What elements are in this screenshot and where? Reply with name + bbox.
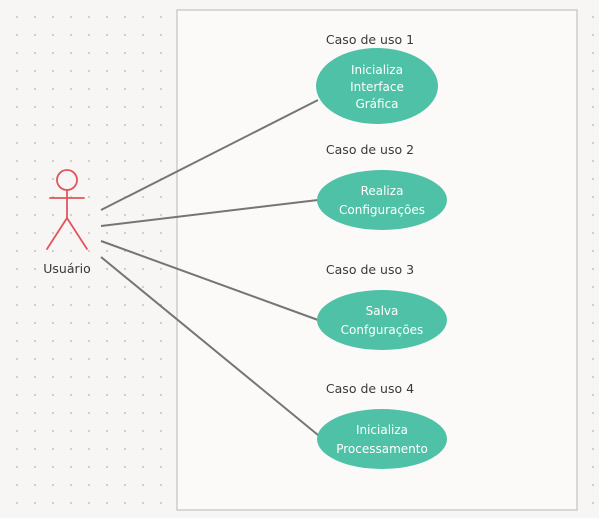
use-case-line: Inicializa	[351, 63, 403, 77]
use-case-line: Configurações	[339, 203, 425, 217]
use-case-line: Salva	[366, 304, 399, 318]
use-case-title: Caso de uso 2	[326, 142, 414, 157]
use-case-title: Caso de uso 4	[326, 381, 414, 396]
use-case-line: Interface	[350, 80, 404, 94]
association-4[interactable]	[100, 256, 319, 436]
stick-figure-icon	[46, 169, 88, 250]
use-case-line: Confgurações	[341, 323, 424, 337]
use-case-line: Realiza	[361, 184, 404, 198]
use-case-title: Caso de uso 3	[326, 262, 414, 277]
use-case-1[interactable]: Caso de uso 1 Inicializa Interface Gráfi…	[316, 32, 438, 124]
use-case-line: Inicializa	[356, 423, 408, 437]
use-case-title: Caso de uso 1	[326, 32, 414, 47]
association-2[interactable]	[100, 199, 319, 227]
use-case-3[interactable]: Caso de uso 3 Salva Confgurações	[317, 262, 447, 350]
use-case-ellipse[interactable]	[317, 409, 447, 469]
use-case-ellipse[interactable]	[317, 170, 447, 230]
use-case-line: Gráfica	[355, 97, 398, 111]
associations	[100, 99, 319, 436]
use-case-ellipse[interactable]	[317, 290, 447, 350]
use-case-2[interactable]: Caso de uso 2 Realiza Configurações	[317, 142, 447, 230]
association-3[interactable]	[100, 240, 319, 321]
actor-label: Usuário	[43, 261, 91, 276]
use-case-line: Processamento	[336, 442, 428, 456]
association-1[interactable]	[100, 99, 319, 211]
use-case-4[interactable]: Caso de uso 4 Inicializa Processamento	[317, 381, 447, 469]
actor-usuario[interactable]: Usuário	[43, 169, 91, 276]
use-case-ellipse[interactable]	[316, 48, 438, 124]
